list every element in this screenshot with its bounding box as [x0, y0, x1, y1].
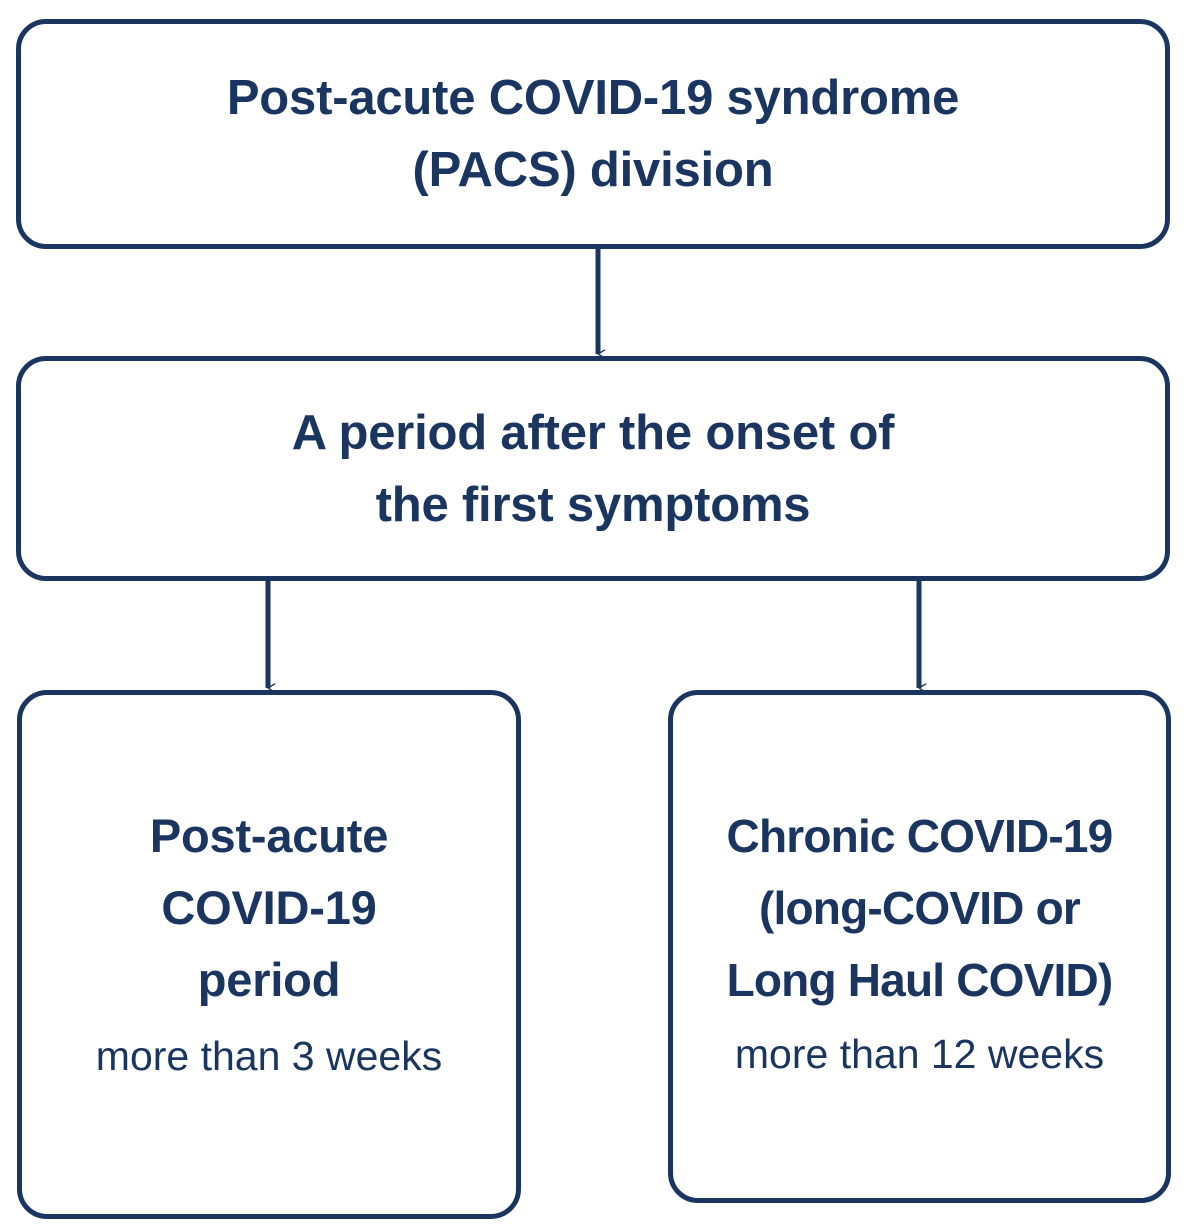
- node-post-acute-covid-period: Post-acute COVID-19 period more than 3 w…: [17, 690, 521, 1219]
- node-pacs-division-title: Post-acute COVID-19 syndrome (PACS) divi…: [226, 71, 960, 197]
- node-period-after-onset-title: A period after the onset of the first sy…: [291, 405, 895, 532]
- node-chronic-covid-title: Chronic COVID-19 (long-COVID or Long Hau…: [726, 810, 1114, 1006]
- node-period-after-onset: A period after the onset of the first sy…: [16, 356, 1170, 581]
- node-post-acute-covid-period-subtitle: more than 3 weeks: [95, 1033, 443, 1079]
- node-post-acute-covid-period-title: Post-acute COVID-19 period: [149, 809, 389, 1006]
- node-chronic-covid-subtitle: more than 12 weeks: [734, 1031, 1105, 1077]
- node-pacs-division: Post-acute COVID-19 syndrome (PACS) divi…: [16, 19, 1170, 249]
- node-chronic-covid: Chronic COVID-19 (long-COVID or Long Hau…: [668, 690, 1171, 1203]
